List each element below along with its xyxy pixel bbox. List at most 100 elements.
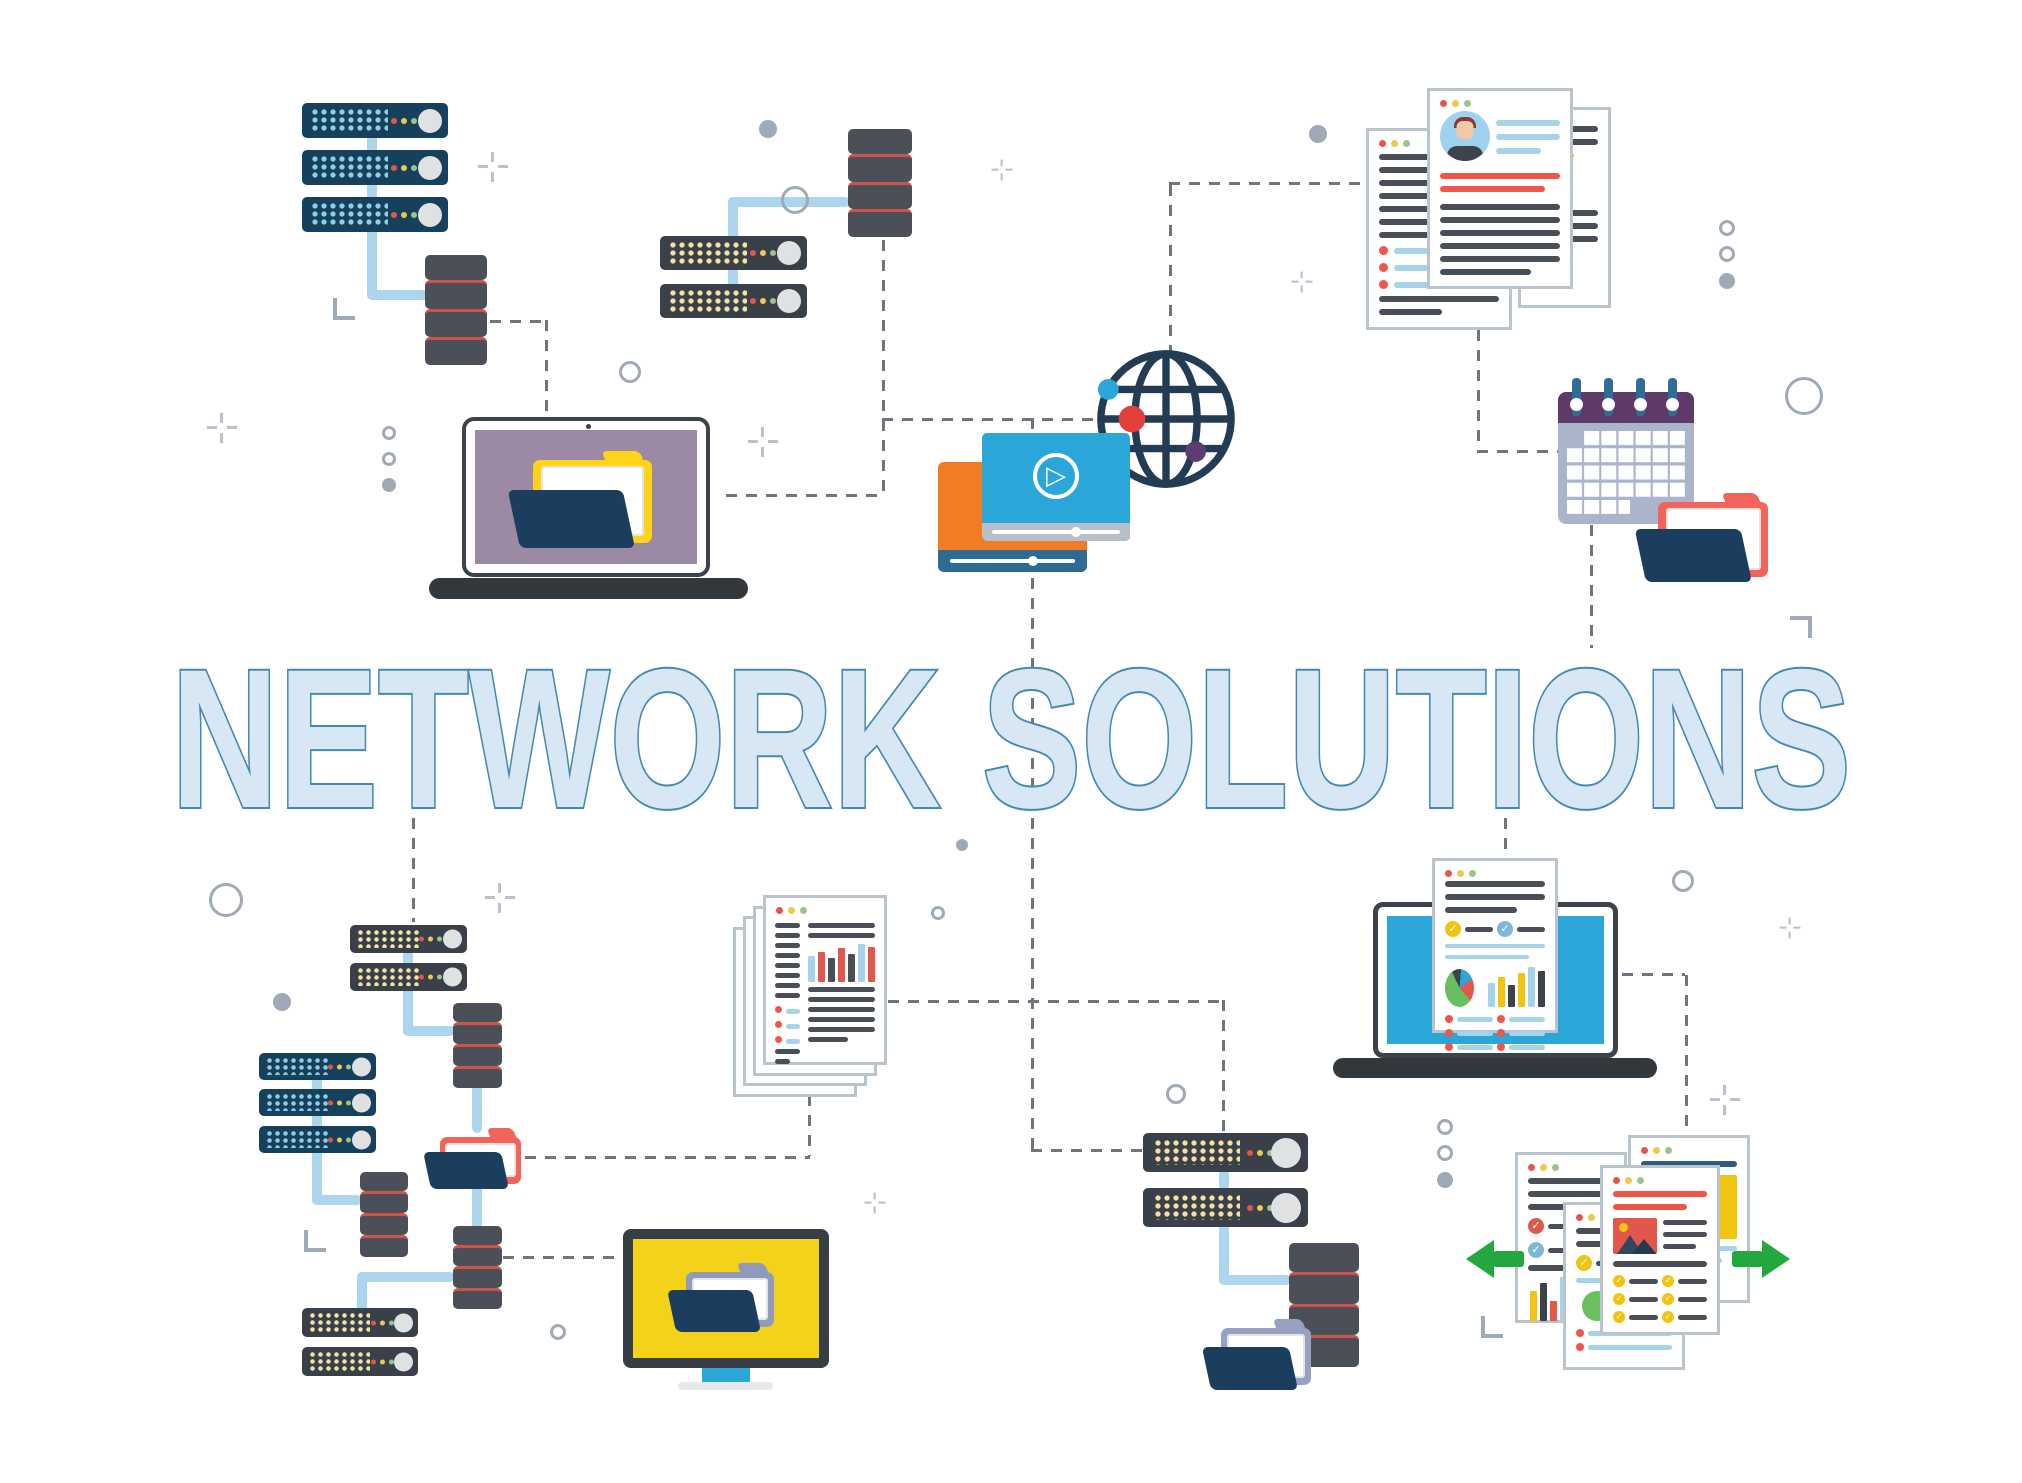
calendar-icon bbox=[1558, 378, 1694, 524]
dashed-connector bbox=[1031, 1149, 1143, 1152]
cable-connector bbox=[403, 1026, 455, 1036]
check-icon bbox=[1497, 921, 1513, 937]
folder-icon bbox=[667, 1260, 774, 1332]
check-icon bbox=[1576, 1255, 1592, 1271]
progress-slider bbox=[992, 527, 1120, 537]
server-rack-icon bbox=[302, 197, 448, 232]
dashed-connector bbox=[1622, 973, 1685, 976]
decor-plus bbox=[1291, 271, 1313, 293]
progress-slider bbox=[950, 556, 1075, 566]
window-dots bbox=[1613, 1177, 1717, 1184]
dashed-connector bbox=[1169, 182, 1363, 185]
server-rack-icon bbox=[302, 103, 448, 138]
dashed-connector bbox=[1685, 975, 1688, 1131]
disk-stack-icon bbox=[425, 255, 487, 365]
disk-stack-icon bbox=[360, 1172, 408, 1257]
dashed-connector bbox=[1590, 525, 1593, 648]
decor-dot bbox=[1437, 1172, 1453, 1188]
dashed-connector bbox=[505, 1156, 810, 1159]
dashed-connector bbox=[412, 818, 415, 922]
decor-circle bbox=[1437, 1119, 1453, 1135]
decor-dot bbox=[956, 839, 968, 851]
decor-circle bbox=[1719, 246, 1735, 262]
server-rack-icon bbox=[660, 236, 807, 270]
cable-connector bbox=[367, 290, 429, 300]
decor-plus bbox=[864, 1192, 886, 1214]
decor-dot bbox=[759, 120, 777, 138]
monitor-stand bbox=[702, 1368, 750, 1382]
arrow-right-icon bbox=[1732, 1240, 1790, 1278]
server-rack-icon bbox=[350, 925, 467, 953]
decor-corner bbox=[333, 298, 355, 320]
dashed-connector bbox=[726, 494, 883, 497]
spiral-ring bbox=[1668, 378, 1677, 416]
server-rack-icon bbox=[259, 1126, 376, 1153]
folder-icon bbox=[507, 448, 652, 548]
dashed-connector bbox=[1222, 1000, 1225, 1131]
server-rack-icon bbox=[350, 963, 467, 991]
dashed-connector bbox=[1477, 450, 1558, 453]
laptop-base bbox=[1333, 1058, 1657, 1078]
decor-dot bbox=[1719, 273, 1735, 289]
folder-icon bbox=[423, 1125, 521, 1189]
decor-plus bbox=[1779, 917, 1801, 939]
spiral-ring bbox=[1604, 378, 1613, 416]
check-icon bbox=[1662, 1311, 1674, 1323]
disk-stack-icon bbox=[453, 1003, 502, 1088]
server-rack-icon bbox=[1143, 1188, 1308, 1227]
disk-stack-icon bbox=[453, 1226, 502, 1309]
analytics-document-icon bbox=[1432, 858, 1558, 1051]
dashed-connector bbox=[1169, 185, 1172, 352]
dashed-connector bbox=[545, 320, 548, 417]
server-rack-icon bbox=[259, 1053, 376, 1080]
disk-stack-icon bbox=[848, 129, 912, 237]
window-dots bbox=[1528, 1164, 1624, 1171]
server-rack-icon bbox=[660, 284, 807, 318]
window-dots bbox=[1641, 1147, 1747, 1154]
decor-circle bbox=[382, 452, 396, 466]
cable-connector bbox=[312, 1195, 362, 1205]
decor-circle bbox=[382, 426, 396, 440]
decor-circle bbox=[550, 1324, 566, 1340]
arrow-left-icon bbox=[1466, 1240, 1524, 1278]
decor-plus bbox=[478, 152, 508, 182]
decor-plus bbox=[748, 427, 778, 457]
server-rack-icon bbox=[302, 1308, 418, 1337]
node-dot-purple bbox=[1185, 441, 1206, 462]
folder-icon bbox=[1201, 1316, 1311, 1390]
check-icon bbox=[1613, 1275, 1625, 1287]
monitor-base bbox=[678, 1382, 773, 1390]
bar-chart-icon bbox=[1488, 967, 1545, 1007]
decor-dot bbox=[273, 993, 291, 1011]
spiral-ring bbox=[1636, 378, 1645, 416]
play-icon bbox=[1033, 453, 1079, 499]
pie-chart-icon bbox=[1445, 969, 1474, 1007]
dashed-connector bbox=[882, 418, 1103, 421]
decor-plus bbox=[207, 413, 237, 443]
dashed-connector bbox=[1477, 330, 1480, 452]
decor-corner bbox=[1481, 1316, 1503, 1338]
laptop-base bbox=[429, 578, 748, 599]
decor-dot bbox=[382, 478, 396, 492]
rack-knob bbox=[418, 108, 443, 133]
page-title: NETWORK SOLUTIONS bbox=[169, 645, 1853, 835]
status-leds bbox=[391, 117, 418, 124]
window-dots bbox=[1379, 140, 1509, 147]
window-dots bbox=[1440, 100, 1570, 107]
server-rack-icon bbox=[302, 150, 448, 185]
dashed-connector bbox=[503, 1256, 622, 1259]
decor-plus bbox=[1710, 1085, 1740, 1115]
decor-corner bbox=[304, 1230, 326, 1252]
node-dot-red bbox=[1118, 405, 1146, 433]
check-icon bbox=[1613, 1293, 1625, 1305]
led-grid bbox=[312, 108, 389, 133]
server-rack-icon bbox=[302, 1347, 418, 1376]
decor-circle bbox=[781, 186, 809, 214]
decor-circle bbox=[1437, 1145, 1453, 1161]
decor-plus bbox=[991, 159, 1013, 181]
bar-chart-icon bbox=[808, 944, 875, 982]
disk-stack-icon bbox=[1289, 1243, 1359, 1367]
check-icon bbox=[1613, 1311, 1625, 1323]
decor-dot bbox=[1309, 125, 1327, 143]
video-player-icon bbox=[982, 433, 1130, 541]
